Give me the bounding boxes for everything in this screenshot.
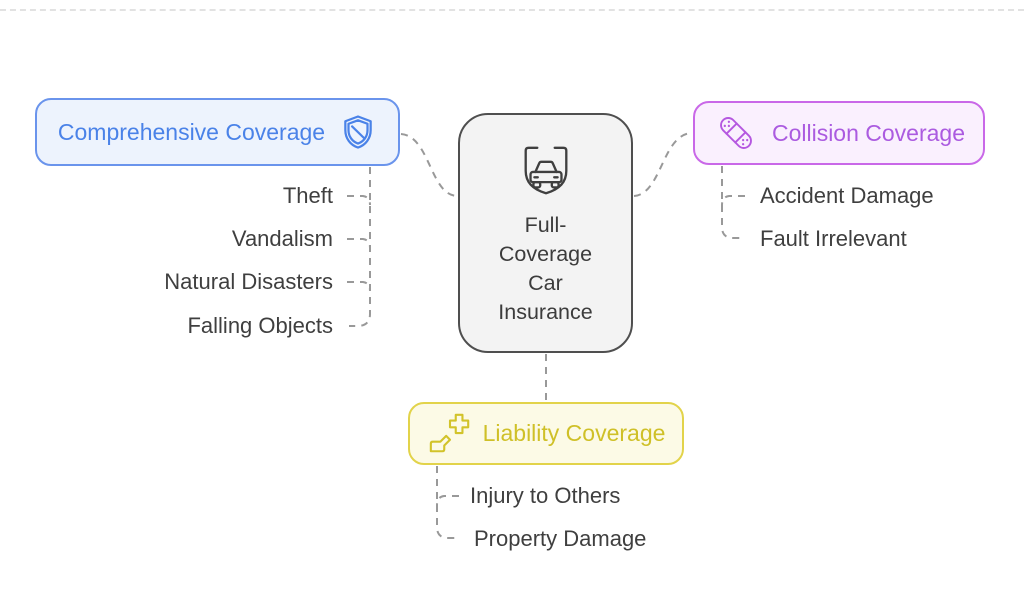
branch-node-comprehensive: Comprehensive Coverage	[35, 98, 400, 166]
sub-item-accident-damage: Accident Damage	[760, 183, 934, 208]
sub-item-natural-disasters: Natural Disasters	[164, 269, 333, 294]
sub-item-vandalism: Vandalism	[231, 226, 333, 251]
car-in-shield-icon	[514, 142, 578, 200]
connector-liability-drop	[436, 466, 458, 539]
connector-injury-hook	[436, 495, 459, 506]
connector-natural-disasters-hook	[347, 281, 371, 292]
top-dashed-border	[0, 9, 1024, 11]
sub-item-falling-objects: Falling Objects	[187, 313, 333, 338]
helping-hand-cross-icon	[427, 411, 473, 457]
sub-item-injury-to-others: Injury to Others	[470, 483, 621, 508]
branch-node-collision: Collision Coverage	[693, 101, 985, 165]
connector-vandalism-hook	[347, 238, 371, 249]
center-title-line-2: Coverage	[498, 242, 593, 266]
connector-comprehensive-drop	[349, 167, 371, 327]
center-title-line-4: Insurance	[498, 300, 593, 324]
connector-center-to-collision	[633, 132, 693, 197]
center-node-title: Full- Coverage Car Insurance	[498, 211, 592, 327]
bandage-icon	[713, 110, 759, 156]
sub-item-theft: Theft	[282, 183, 333, 208]
sub-item-property-damage: Property Damage	[474, 526, 647, 551]
center-title-line-1: Full-	[524, 213, 567, 237]
shield-icon	[339, 113, 377, 151]
sub-item-fault-irrelevant: Fault Irrelevant	[760, 226, 907, 251]
liability-coverage-label: Liability Coverage	[482, 420, 666, 446]
comprehensive-coverage-label: Comprehensive Coverage	[57, 118, 326, 145]
connector-accident-hook	[721, 195, 745, 206]
connector-comprehensive-to-center	[400, 133, 458, 197]
collision-coverage-label: Collision Coverage	[771, 119, 966, 146]
connector-collision-drop	[721, 166, 744, 239]
center-title-line-3: Car	[528, 271, 563, 295]
branch-node-liability: Liability Coverage	[408, 402, 684, 465]
center-node-full-coverage: Full- Coverage Car Insurance	[458, 113, 633, 353]
connector-theft-hook	[347, 195, 371, 206]
